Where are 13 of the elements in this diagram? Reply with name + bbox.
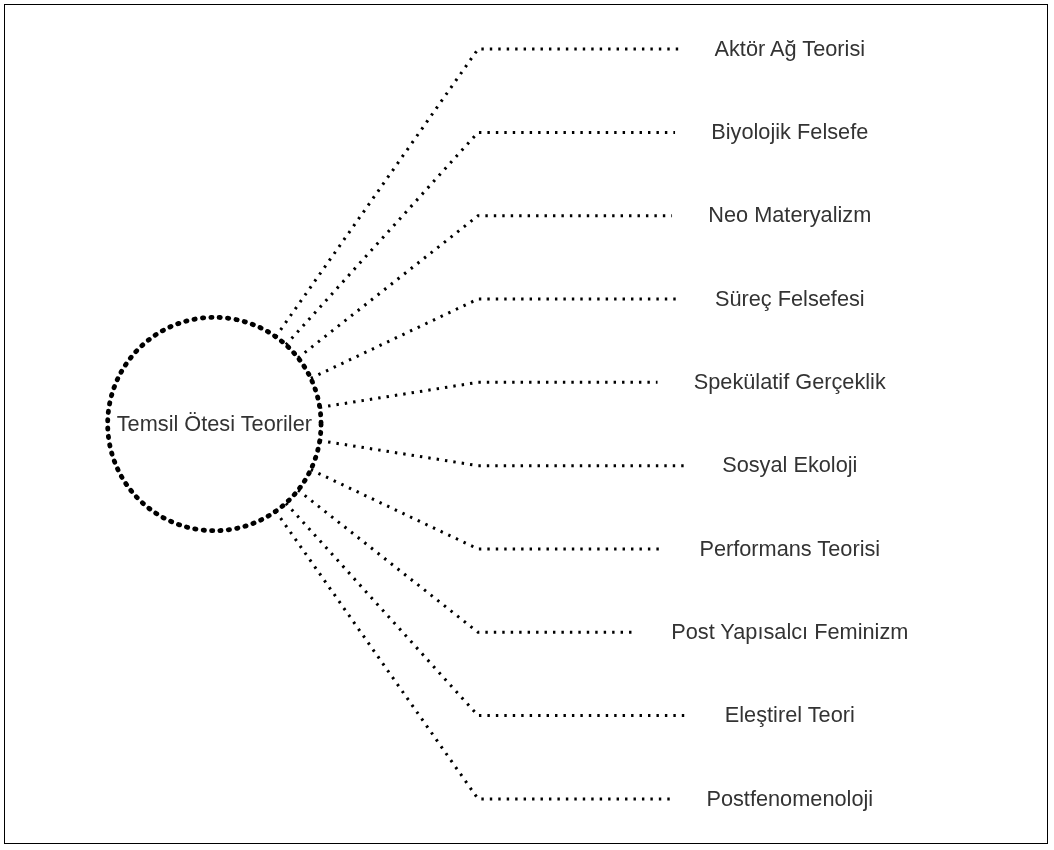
node-text: Eleştirel Teori	[724, 702, 855, 728]
connector	[284, 130, 675, 346]
node-text: Post Yapısalcı Feminizm	[671, 619, 909, 644]
node-text: Biyolojik Felsefe	[711, 119, 869, 144]
node-text: Postfenomenoloji	[706, 786, 874, 811]
node-text: Neo Materyalizm	[708, 203, 872, 228]
node-text: Aktör Ağ Teorisi	[714, 36, 865, 61]
node-text: Performans Teorisi	[699, 536, 881, 561]
node-text: Süreç Felsefesi	[714, 286, 865, 311]
node-text: Spekülatif Gerçeklik	[693, 369, 886, 394]
connector	[319, 380, 658, 409]
node-text: Sosyal Ekoloji	[722, 452, 858, 478]
node-circle: Temsil Ötesi Teoriler	[105, 314, 324, 534]
